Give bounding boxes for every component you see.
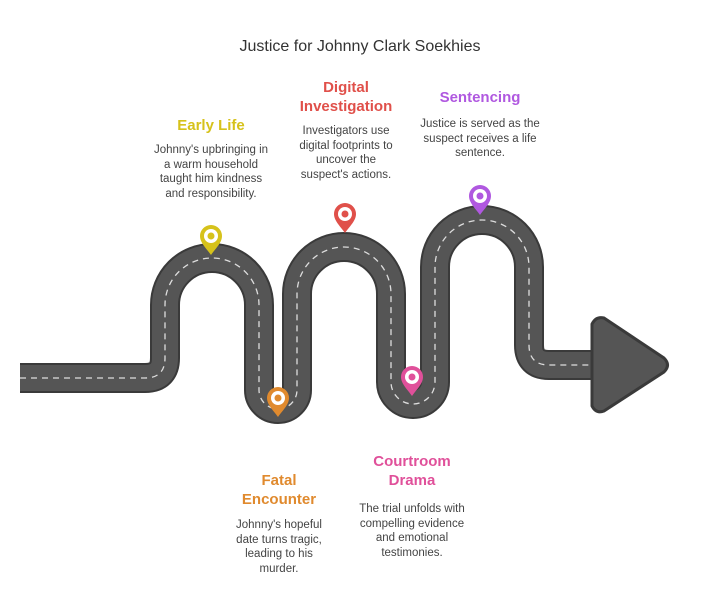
- stage-title-courtroom-drama: Courtroom Drama: [373, 453, 451, 489]
- stage-desc-digital-investigation: Investigators use digital footprints to …: [299, 125, 393, 181]
- stage-title-sentencing: Sentencing: [439, 89, 521, 106]
- stage-title-digital-investigation: Digital Investigation: [299, 79, 393, 115]
- stage-desc-fatal-encounter: Johnny's hopeful date turns tragic, lead…: [236, 519, 322, 575]
- stage-desc-sentencing: Justice is served as the suspect receive…: [420, 118, 540, 159]
- pin-early-life: [200, 225, 222, 255]
- stage-desc-courtroom-drama: The trial unfolds with compelling eviden…: [359, 503, 465, 559]
- stage-desc-early-life: Johnny's upbringing in a warm household …: [153, 144, 269, 200]
- stage-title-fatal-encounter: Fatal Encounter: [241, 472, 317, 508]
- arrow-head: [590, 316, 669, 414]
- road-body: [20, 207, 598, 422]
- road-lane-marking: [20, 219, 598, 410]
- pin-fatal-encounter: [267, 387, 289, 417]
- diagram-title: Justice for Johnny Clark Soekhies: [239, 38, 481, 55]
- pin-courtroom-drama: [401, 366, 423, 396]
- pin-sentencing: [469, 185, 491, 215]
- pin-digital-investigation: [334, 203, 356, 233]
- winding-road: [20, 205, 669, 424]
- stage-title-early-life: Early Life: [177, 117, 245, 134]
